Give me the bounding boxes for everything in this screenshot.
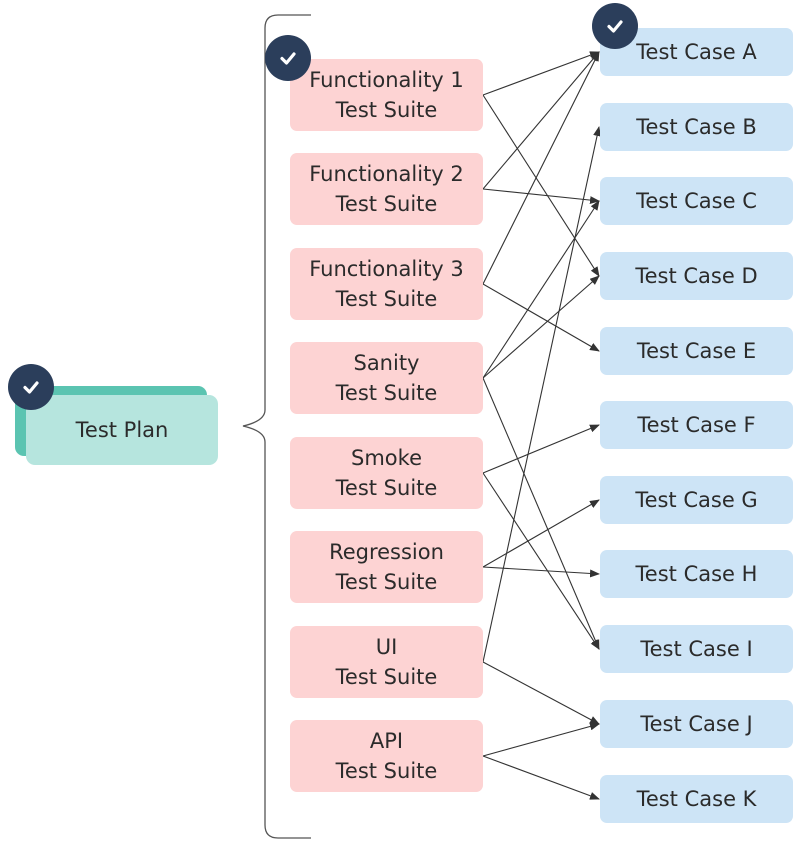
case-label: Test Case B — [636, 115, 757, 139]
link-arrow — [482, 126, 602, 663]
suite-smoke[interactable]: Smoke Test Suite — [290, 437, 483, 509]
brace — [242, 14, 311, 839]
link-arrow — [482, 51, 600, 285]
link-arrow — [482, 424, 600, 474]
suite-ui[interactable]: UI Test Suite — [290, 626, 483, 698]
suite-name: UI — [375, 635, 398, 659]
case-label: Test Case J — [640, 712, 753, 736]
link-arrow — [482, 472, 600, 650]
test-case-d[interactable]: Test Case D — [600, 252, 793, 300]
suite-name: Functionality 1 — [309, 68, 464, 92]
suite-name: Functionality 2 — [309, 162, 464, 186]
link-arrow — [482, 94, 600, 277]
test-case-e[interactable]: Test Case E — [600, 327, 793, 375]
case-label: Test Case F — [637, 413, 756, 437]
case-label: Test Case I — [640, 637, 753, 661]
link-arrow — [482, 51, 600, 96]
suite-type: Test Suite — [335, 98, 438, 122]
link-arrow — [482, 188, 600, 205]
suite-sanity[interactable]: Sanity Test Suite — [290, 342, 483, 414]
case-label: Test Case C — [636, 189, 757, 213]
suite-name: API — [369, 729, 404, 753]
suite-functionality-3[interactable]: Functionality 3 Test Suite — [290, 248, 483, 320]
link-arrow — [482, 51, 600, 190]
suite-functionality-1[interactable]: Functionality 1 Test Suite — [290, 59, 483, 131]
link-arrow — [482, 283, 600, 352]
suite-type: Test Suite — [335, 192, 438, 216]
suite-type: Test Suite — [335, 476, 438, 500]
test-case-b[interactable]: Test Case B — [600, 103, 793, 151]
suite-type: Test Suite — [335, 759, 438, 783]
case-label: Test Case A — [636, 40, 757, 64]
case-label: Test Case G — [635, 488, 758, 512]
link-arrow — [482, 566, 600, 578]
suite-name: Functionality 3 — [309, 257, 464, 281]
suite-name: Sanity — [353, 351, 420, 375]
suite-functionality-2[interactable]: Functionality 2 Test Suite — [290, 153, 483, 225]
case-label: Test Case E — [636, 339, 757, 363]
check-icon — [265, 35, 311, 81]
link-arrow — [482, 755, 600, 800]
link-arrow — [482, 200, 600, 379]
suite-name: Regression — [329, 540, 444, 564]
test-case-g[interactable]: Test Case G — [600, 476, 793, 524]
check-icon — [592, 3, 638, 49]
test-case-i[interactable]: Test Case I — [600, 625, 793, 673]
test-case-h[interactable]: Test Case H — [600, 550, 793, 598]
suite-name: Smoke — [351, 446, 422, 470]
link-arrow — [482, 275, 600, 379]
suite-to-case-links — [482, 51, 602, 800]
test-case-k[interactable]: Test Case K — [600, 775, 793, 823]
case-label: Test Case K — [636, 787, 757, 811]
test-case-j[interactable]: Test Case J — [600, 700, 793, 748]
case-label: Test Case H — [635, 562, 758, 586]
link-arrow — [482, 661, 600, 725]
test-plan-node[interactable]: Test Plan — [26, 395, 218, 465]
suite-type: Test Suite — [335, 665, 438, 689]
suite-api[interactable]: API Test Suite — [290, 720, 483, 792]
suite-regression[interactable]: Regression Test Suite — [290, 531, 483, 603]
suite-type: Test Suite — [335, 287, 438, 311]
suite-type: Test Suite — [335, 570, 438, 594]
check-icon — [8, 364, 54, 410]
suite-type: Test Suite — [335, 381, 438, 405]
test-case-c[interactable]: Test Case C — [600, 177, 793, 225]
link-arrow — [482, 377, 600, 650]
link-arrow — [482, 722, 600, 757]
link-arrow — [482, 499, 600, 568]
case-label: Test Case D — [635, 264, 758, 288]
test-plan-label: Test Plan — [75, 418, 169, 442]
test-case-f[interactable]: Test Case F — [600, 401, 793, 449]
